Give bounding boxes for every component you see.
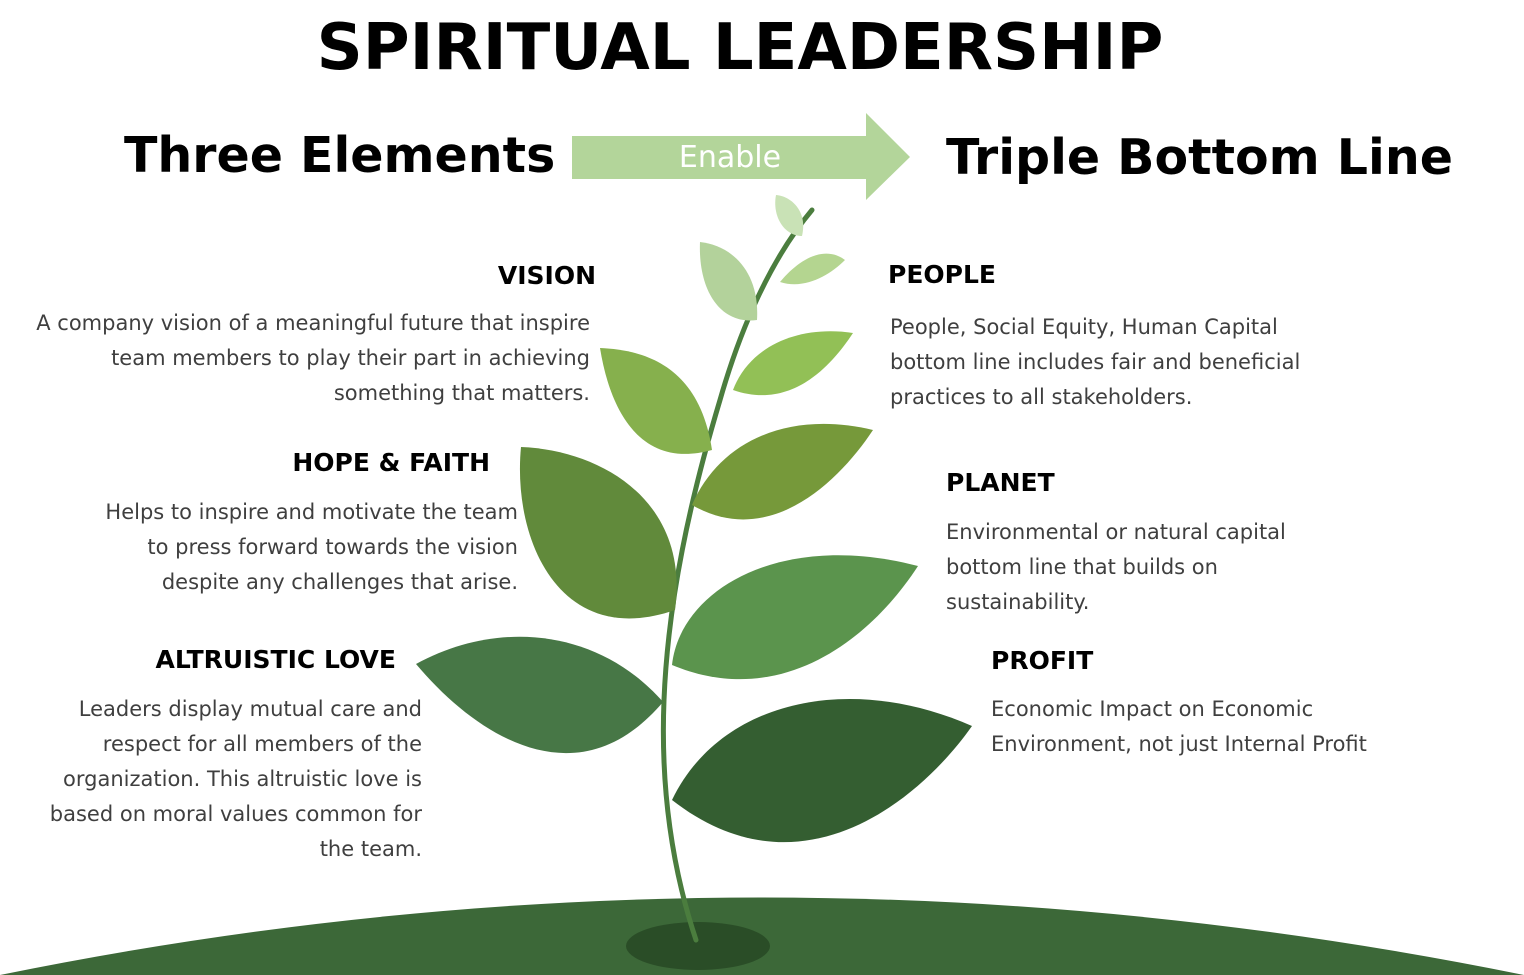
profit-text: Economic Impact on Economic Environment,… bbox=[991, 697, 1367, 756]
enable-label: Enable bbox=[678, 140, 782, 175]
enable-arrow bbox=[572, 113, 910, 200]
leaf bbox=[672, 698, 972, 843]
leaf bbox=[519, 447, 677, 619]
stem-shadow bbox=[626, 922, 770, 970]
leaf bbox=[780, 253, 845, 285]
leaf bbox=[600, 348, 712, 454]
people-text: People, Social Equity, Human Capital bot… bbox=[890, 315, 1301, 409]
three-elements-heading: Three Elements bbox=[124, 127, 556, 184]
triple-bottom-line-heading: Triple Bottom Line bbox=[946, 129, 1453, 186]
planet-text: Environmental or natural capital bottom … bbox=[946, 520, 1286, 614]
page-title: SPIRITUAL LEADERSHIP bbox=[316, 11, 1164, 85]
vision-text: A company vision of a meaningful future … bbox=[36, 311, 590, 405]
leaf bbox=[699, 242, 758, 321]
altruistic-love-title: ALTRUISTIC LOVE bbox=[155, 645, 396, 674]
hope-faith-text: Helps to inspire and motivate the team t… bbox=[105, 500, 518, 594]
hope-faith-title: HOPE & FAITH bbox=[292, 448, 490, 477]
vision-title: VISION bbox=[497, 261, 596, 290]
leaf bbox=[416, 636, 663, 754]
altruistic-love-text: Leaders display mutual care and respect … bbox=[49, 697, 422, 861]
profit-title: PROFIT bbox=[991, 646, 1094, 675]
leaf bbox=[692, 423, 873, 520]
leaf bbox=[733, 331, 853, 396]
leaf bbox=[775, 195, 804, 236]
leaf bbox=[672, 555, 918, 680]
planet-title: PLANET bbox=[946, 468, 1055, 497]
people-title: PEOPLE bbox=[888, 260, 996, 289]
